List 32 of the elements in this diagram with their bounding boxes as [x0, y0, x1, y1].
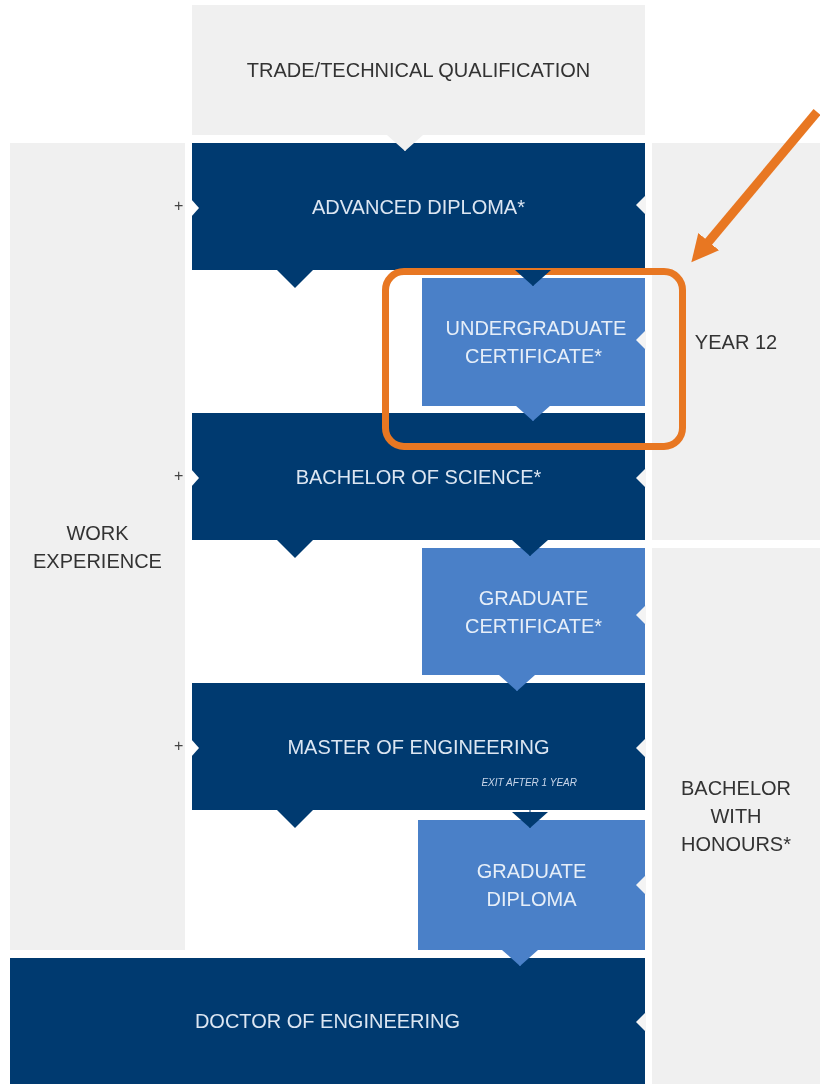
plus-sign: +	[174, 736, 184, 756]
qualification-label: TRADE/TECHNICAL QUALIFICATION	[245, 58, 592, 83]
highlight-frame	[382, 268, 686, 450]
qualification-label: WORK EXPERIENCE	[32, 520, 163, 574]
chevron-arrow	[499, 674, 535, 692]
note-text: EXIT AFTER 1 YEAR	[481, 776, 577, 790]
plus-sign: +	[174, 196, 184, 216]
qualification-box	[192, 143, 645, 270]
chevron-arrow	[515, 405, 551, 422]
qualification-label: UNDERGRADUATE CERTIFICATE*	[444, 316, 628, 369]
qualification-label: MASTER OF ENGINEERING	[286, 734, 551, 760]
entry-band	[652, 143, 820, 540]
qualification-box	[192, 683, 645, 810]
chevron-arrow	[502, 949, 538, 967]
chevron-arrow	[515, 269, 551, 287]
chevron-arrow	[512, 539, 548, 557]
plus-sign: +	[174, 466, 184, 486]
qualification-box	[418, 820, 645, 950]
qualification-label: BACHELOR OF SCIENCE*	[294, 464, 543, 490]
qualification-label: GRADUATE CERTIFICATE*	[463, 585, 604, 639]
qualification-label: BACHELOR WITH HONOURS*	[680, 776, 792, 857]
qualification-box	[422, 548, 645, 675]
qualification-label: ADVANCED DIPLOMA*	[311, 194, 526, 220]
chevron-arrow	[387, 134, 423, 152]
qualification-box	[10, 958, 645, 1084]
chevron-arrow	[512, 809, 548, 829]
qualification-label: YEAR 12	[693, 329, 779, 355]
qualification-label: GRADUATE DIPLOMA	[475, 859, 588, 912]
pointer-arrow	[691, 109, 820, 263]
qualification-box	[192, 413, 645, 540]
qualification-box	[422, 278, 645, 406]
qualification-label: DOCTOR OF ENGINEERING	[193, 1009, 462, 1034]
